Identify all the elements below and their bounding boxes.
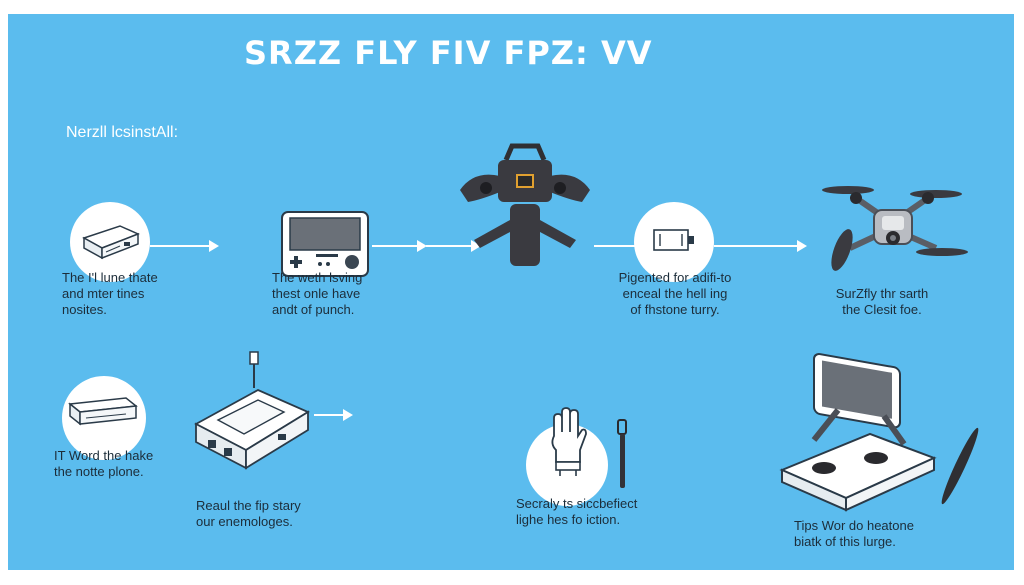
step2-caption: The weth lsving thest onle have andt of … — [272, 270, 363, 317]
step6-caption: Reaul the fip stary our enemologes. — [196, 498, 301, 529]
device-box-icon — [82, 225, 140, 260]
handheld-console-icon — [281, 211, 369, 277]
flow-arrow-3 — [426, 240, 481, 252]
controller-icon — [460, 143, 590, 266]
flow-arrow-1 — [150, 240, 219, 252]
step8-caption: Tips Wor do heatone biatk of this lurge. — [794, 518, 914, 549]
diagram-title: SRZZ FLY FIV FPZ: VV — [244, 34, 653, 72]
flow-arrow-2 — [372, 240, 427, 252]
receiver-module-icon — [68, 397, 138, 426]
hand-glove-icon — [551, 407, 587, 476]
flow-arrow-6 — [314, 409, 353, 421]
step1-caption: The I'l lune thate and mter tines nosite… — [62, 270, 158, 317]
quadcopter-drone-icon — [822, 186, 968, 271]
flow-arrow-4 — [594, 240, 649, 252]
diagram-canvas: SRZZ FLY FIV FPZ: VV Nerzll lcsinstAll: — [8, 14, 1014, 570]
step5-caption: IT Word the hake the notte plone. — [54, 448, 154, 479]
screwdriver-icon — [617, 419, 627, 488]
fpv-remote-with-screen-icon — [779, 353, 979, 512]
step4-caption: SurZfly thr sarth the Clesit foe. — [835, 286, 929, 317]
diagram-subtitle: Nerzll lcsinstAll: — [66, 124, 179, 141]
battery-icon — [653, 229, 694, 251]
step7-caption: Secraly ts siccbefiect lighe hes fo icti… — [516, 496, 638, 527]
flow-arrow-5 — [714, 240, 807, 252]
step3-caption: Pigented for adifi-to enceal the hell in… — [618, 270, 732, 317]
flight-controller-board-icon — [194, 351, 310, 470]
